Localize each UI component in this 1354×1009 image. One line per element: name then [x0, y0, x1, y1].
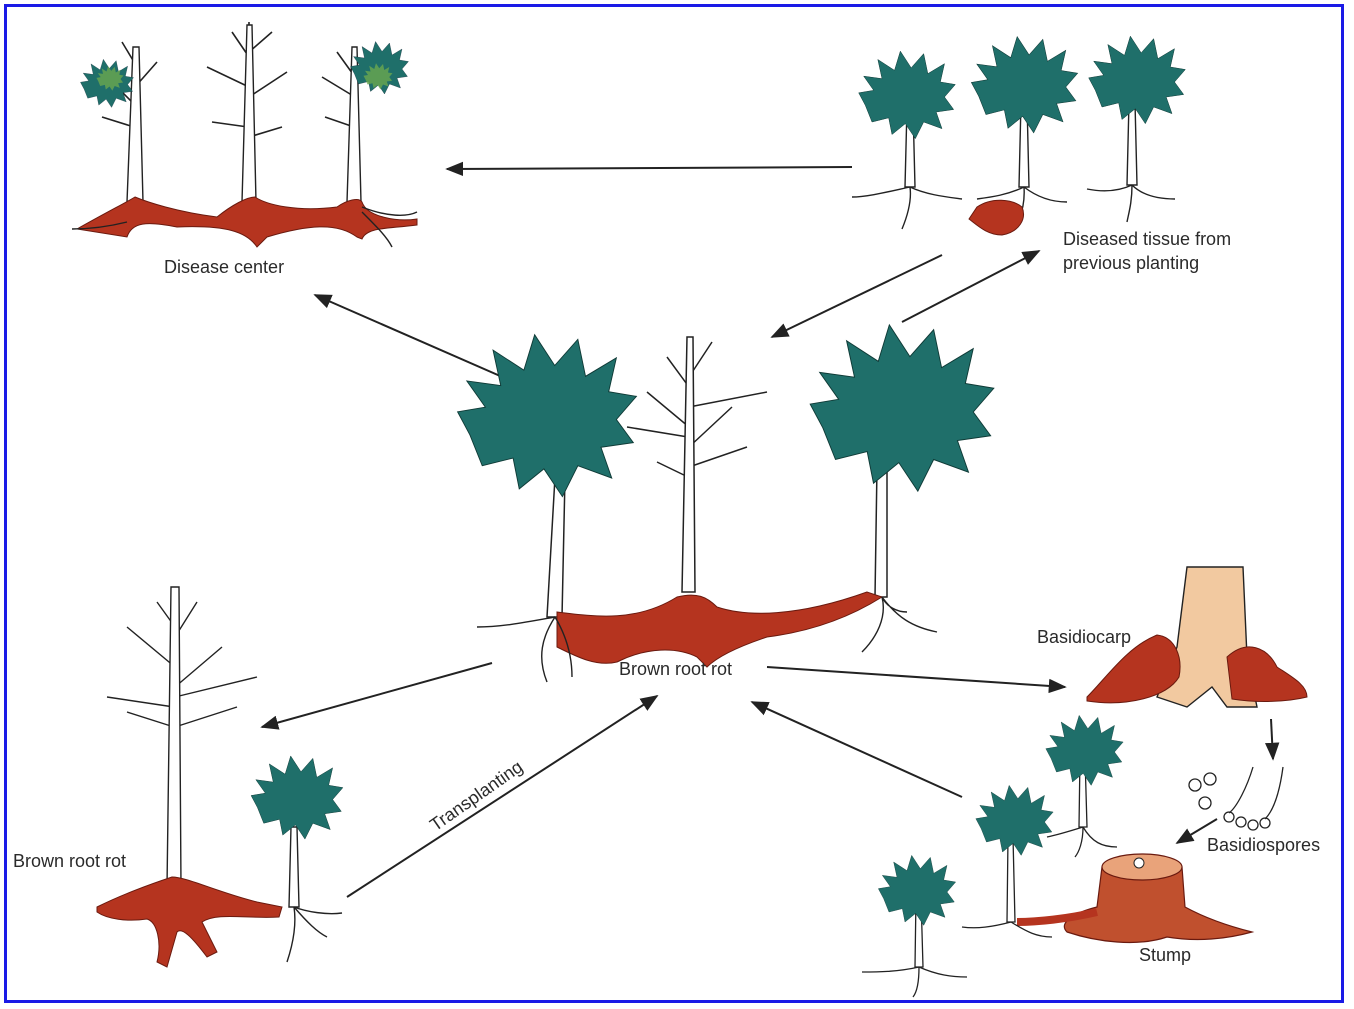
arrow-basidiocarp-to-spores — [1271, 719, 1273, 759]
stump-label: Stump — [1139, 943, 1191, 967]
arrow-center-to-basidiocarp — [767, 667, 1065, 687]
diagram-frame: Disease center Diseased tissue from prev… — [4, 4, 1344, 1003]
brown-root-rot-left-label: Brown root rot — [13, 849, 126, 873]
arrows — [262, 167, 1273, 897]
center-trees — [458, 325, 994, 682]
young-trees — [862, 715, 1123, 997]
disease-center-trees — [72, 22, 417, 247]
disease-cycle-diagram — [7, 7, 1341, 1000]
arrow-center-to-tissue — [902, 251, 1039, 322]
diseased-tissue-label-line1: Diseased tissue from — [1063, 227, 1231, 251]
arrow-transplanting — [347, 696, 657, 897]
left-trees — [97, 587, 343, 967]
disease-center-label: Disease center — [164, 255, 284, 279]
basidiospores — [1189, 767, 1283, 830]
diseased-tissue-label-line2: previous planting — [1063, 251, 1199, 275]
arrow-center-to-left-tree — [262, 663, 492, 727]
brown-root-rot-center-label: Brown root rot — [619, 657, 732, 681]
previous-planting-trees — [852, 36, 1185, 235]
arrow-stump-to-center — [752, 702, 962, 797]
basidiospores-label: Basidiospores — [1207, 833, 1320, 857]
diseased-tissue — [969, 200, 1023, 235]
arrow-to-disease-center-top — [447, 167, 852, 169]
arrow-center-to-disease-center — [315, 295, 507, 379]
basidiocarp-label: Basidiocarp — [1037, 625, 1131, 649]
stump — [1017, 854, 1252, 942]
arrow-tissue-to-center — [772, 255, 942, 337]
